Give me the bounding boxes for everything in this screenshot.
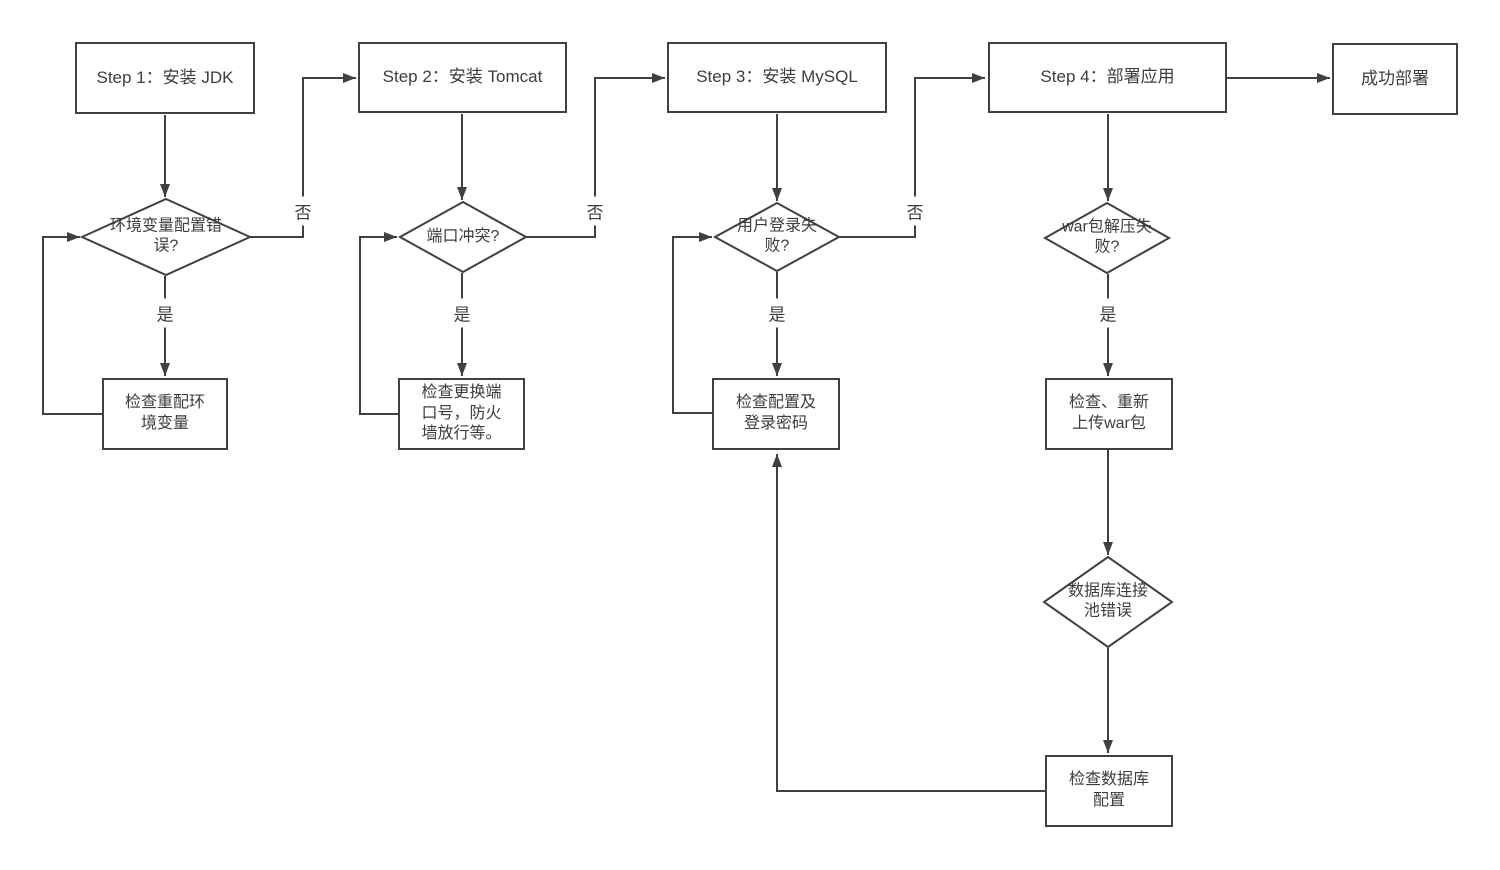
node-fix-login-label: 检查配置及 登录密码	[735, 394, 816, 432]
edge-label-yes-3: 是	[765, 298, 789, 328]
edge-label-no-3: 否	[903, 196, 927, 226]
edge-label-yes-4: 是	[1096, 298, 1120, 328]
decision-db-pool-shape	[1042, 555, 1174, 649]
decision-war-unzip-label: war包解压失 败?	[1062, 218, 1152, 256]
edge-d3-step4-no	[839, 73, 985, 238]
node-fix-war: 检查、重新 上传war包	[1045, 378, 1173, 450]
node-fix-env-var-label: 检查重配环 境变量	[124, 394, 205, 432]
decision-login-fail-shape	[712, 201, 842, 273]
node-fix-port: 检查更换端 口号，防火 墙放行等。	[398, 378, 525, 450]
node-step4: Step 4：部署应用	[988, 42, 1227, 113]
node-fix-war-label: 检查、重新 上传war包	[1068, 394, 1149, 432]
node-step1-label: Step 1：安装 JDK	[96, 67, 234, 87]
decision-db-pool-label: 数据库连接 池错误	[1067, 582, 1149, 620]
node-step1: Step 1：安装 JDK	[75, 42, 255, 114]
edge-d1-step2-no	[250, 73, 356, 238]
edge-fix1-d1-loop	[42, 232, 102, 415]
decision-port-conflict-shape	[397, 200, 529, 274]
node-fix-db-config: 检查数据库 配置	[1045, 755, 1173, 827]
edge-fix5-fix3-loop	[772, 454, 1045, 792]
decision-env-var-shape	[79, 197, 253, 277]
decision-env-var-label: 环境变量配置错 误?	[109, 217, 223, 255]
edge-label-no-1: 否	[291, 196, 315, 226]
node-fix-login: 检查配置及 登录密码	[712, 378, 840, 450]
node-success-label: 成功部署	[1361, 68, 1429, 88]
node-step2: Step 2：安装 Tomcat	[358, 42, 567, 113]
edge-label-yes-2: 是	[450, 298, 474, 328]
edge-fix2-d2-loop	[359, 232, 398, 415]
edge-d2-step3-no	[526, 73, 665, 238]
node-step4-label: Step 4：部署应用	[1040, 67, 1175, 87]
node-step3: Step 3：安装 MySQL	[667, 42, 887, 113]
node-step2-label: Step 2：安装 Tomcat	[382, 67, 543, 87]
node-fix-env-var: 检查重配环 境变量	[102, 378, 228, 450]
node-step3-label: Step 3：安装 MySQL	[696, 67, 858, 87]
decision-war-unzip-shape	[1042, 201, 1172, 275]
edge-label-no-2: 否	[583, 196, 607, 226]
node-success: 成功部署	[1332, 43, 1458, 115]
edge-fix3-d3-loop	[672, 232, 712, 414]
decision-port-conflict-label: 端口冲突?	[426, 227, 500, 245]
node-fix-db-config-label: 检查数据库 配置	[1068, 771, 1149, 809]
decision-login-fail-label: 用户登录失 败?	[736, 217, 818, 255]
edge-label-yes-1: 是	[153, 298, 177, 328]
node-fix-port-label: 检查更换端 口号，防火 墙放行等。	[421, 383, 502, 443]
